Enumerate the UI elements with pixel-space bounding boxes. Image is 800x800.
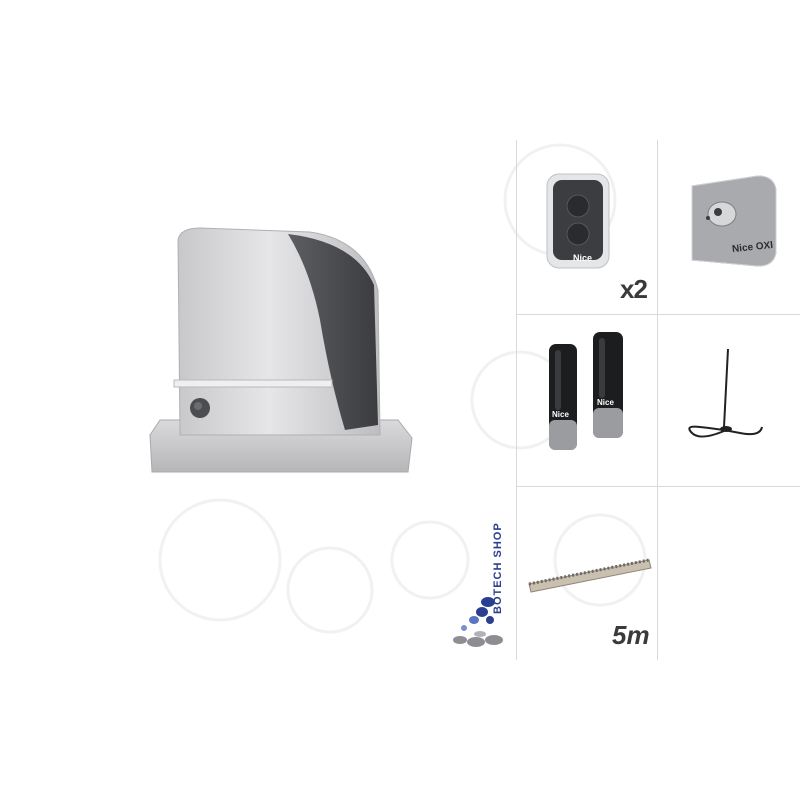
receiver-box	[691, 175, 777, 267]
gate-motor-unit	[149, 227, 413, 473]
photocell-pair	[549, 332, 623, 450]
grid-horizontal-1	[516, 314, 800, 315]
shop-name: BOTECH SHOP	[492, 522, 504, 614]
grid-vertical-mid	[657, 140, 658, 660]
photocell-left-brand: Nice	[552, 410, 569, 419]
remote-brand-label: Nice	[573, 253, 593, 263]
grid-horizontal-2	[516, 486, 800, 487]
rack-length-label: 5m	[612, 620, 650, 650]
remote-control	[546, 173, 610, 269]
antenna	[688, 348, 763, 438]
gear-rack	[528, 558, 652, 593]
remote-quantity-label: x2	[620, 274, 648, 304]
grid-vertical-left	[516, 140, 517, 660]
shop-logo-icon	[453, 597, 503, 647]
photocell-right-brand: Nice	[597, 398, 614, 407]
